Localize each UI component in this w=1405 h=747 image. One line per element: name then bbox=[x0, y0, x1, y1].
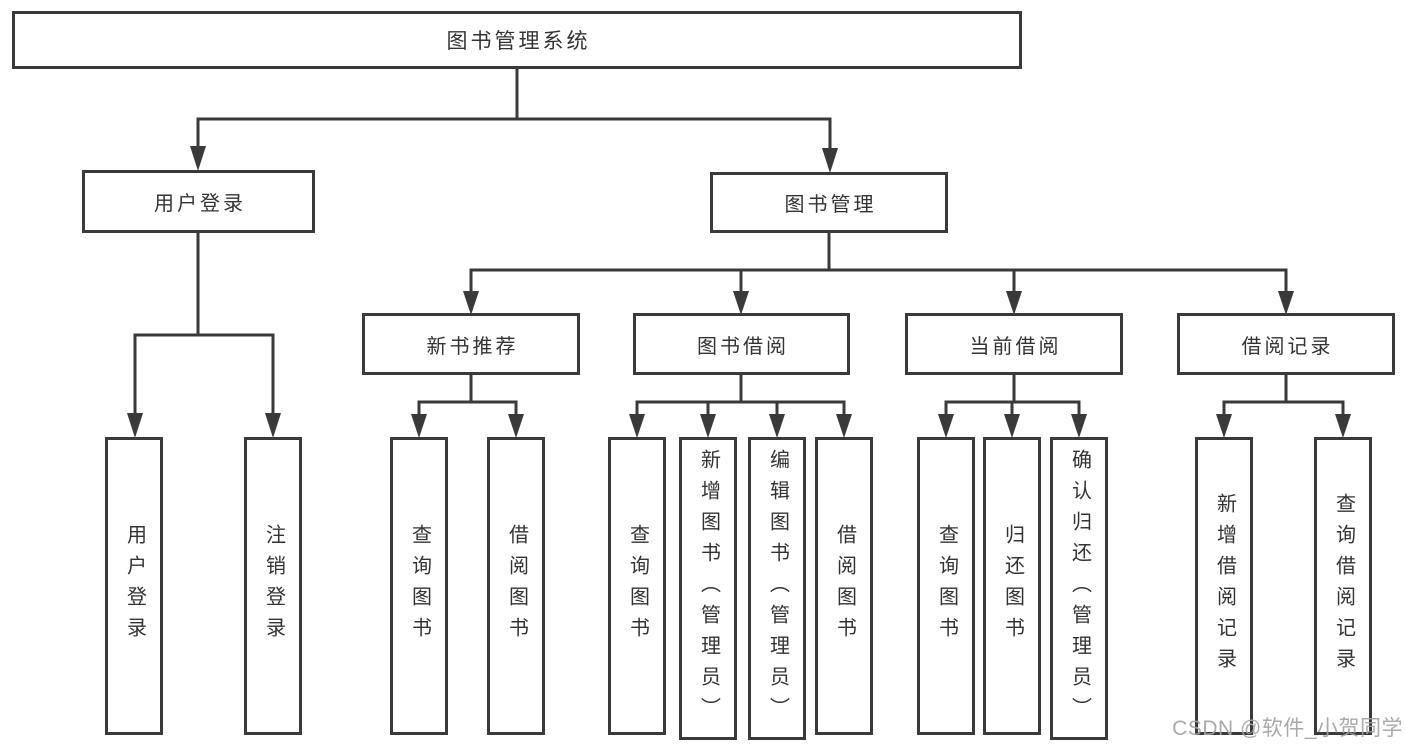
node-leaf-query-books-recommend: 查询图书 bbox=[390, 437, 448, 735]
arrowhead bbox=[769, 414, 785, 438]
node-label: 图书管理系统 bbox=[446, 30, 591, 53]
node-label: 确认归还（管理员） bbox=[1068, 449, 1091, 728]
arrowhead bbox=[127, 413, 143, 438]
node-borrowing-records: 借阅记录 bbox=[1177, 313, 1395, 375]
node-library-management-system: 图书管理系统 bbox=[12, 11, 1022, 69]
connector-new-book-rail bbox=[417, 373, 518, 419]
node-leaf-query-books-current: 查询图书 bbox=[917, 437, 975, 735]
connector-current-borrow-rail bbox=[944, 373, 1081, 419]
node-leaf-add-borrow-record: 新增借阅记录 bbox=[1195, 437, 1253, 735]
node-leaf-return-books: 归还图书 bbox=[983, 437, 1041, 735]
node-leaf-query-borrow-record: 查询借阅记录 bbox=[1314, 437, 1372, 735]
node-label: 注销登录 bbox=[262, 524, 285, 648]
arrowhead bbox=[1278, 291, 1294, 315]
node-user-login: 用户登录 bbox=[82, 170, 315, 233]
arrowhead bbox=[836, 414, 852, 438]
arrowhead bbox=[1335, 414, 1351, 438]
connector-borrow-records-rail bbox=[1222, 373, 1345, 419]
node-leaf-logout: 注销登录 bbox=[244, 437, 302, 735]
node-leaf-add-book-admin: 新增图书（管理员） bbox=[679, 437, 737, 740]
arrowhead bbox=[1004, 414, 1020, 438]
arrowhead bbox=[265, 413, 281, 438]
arrowhead bbox=[508, 414, 524, 438]
node-label: 借阅图书 bbox=[505, 524, 528, 648]
node-book-management: 图书管理 bbox=[710, 172, 948, 233]
node-leaf-query-books-borrow: 查询图书 bbox=[608, 437, 666, 735]
node-book-borrowing: 图书借阅 bbox=[633, 313, 850, 375]
arrowhead bbox=[463, 291, 479, 315]
arrowhead bbox=[700, 414, 716, 438]
node-leaf-edit-book-admin: 编辑图书（管理员） bbox=[748, 437, 806, 740]
node-label: 新增图书（管理员） bbox=[697, 449, 720, 728]
node-label: 当前借阅 bbox=[969, 335, 1062, 358]
arrowhead bbox=[822, 148, 838, 173]
arrowhead bbox=[938, 414, 954, 438]
node-label: 借阅记录 bbox=[1241, 335, 1334, 358]
connector-user-login-rail bbox=[133, 231, 275, 418]
connector-book-management-rail bbox=[469, 231, 1288, 294]
arrowhead bbox=[411, 414, 427, 438]
arrowhead bbox=[1006, 291, 1022, 315]
arrowhead bbox=[733, 291, 749, 315]
arrowhead bbox=[1216, 414, 1232, 438]
node-label: 图书管理 bbox=[784, 194, 877, 216]
node-new-book-recommendation: 新书推荐 bbox=[362, 313, 580, 375]
node-label: 编辑图书（管理员） bbox=[766, 449, 789, 728]
node-leaf-confirm-return-admin: 确认归还（管理员） bbox=[1050, 437, 1108, 740]
node-label: 用户登录 bbox=[123, 524, 146, 648]
node-leaf-borrow-books: 借阅图书 bbox=[815, 437, 873, 735]
node-leaf-user-login: 用户登录 bbox=[105, 437, 163, 735]
node-label: 查询图书 bbox=[935, 524, 958, 648]
watermark: CSDN @软件_小贺同学 bbox=[1172, 717, 1403, 740]
node-label: 图书借阅 bbox=[697, 335, 789, 358]
arrowhead bbox=[629, 414, 645, 438]
node-label: 查询图书 bbox=[626, 524, 649, 648]
arrowhead bbox=[190, 146, 206, 171]
node-label: 归还图书 bbox=[1001, 524, 1024, 648]
connector-book-borrow-rail bbox=[635, 373, 846, 419]
node-leaf-borrow-books-recommend: 借阅图书 bbox=[487, 437, 545, 735]
node-label: 查询图书 bbox=[408, 524, 431, 648]
node-label: 用户登录 bbox=[154, 193, 246, 215]
node-label: 新增借阅记录 bbox=[1213, 493, 1236, 679]
connector-root-rail bbox=[196, 67, 832, 154]
node-label: 借阅图书 bbox=[833, 524, 856, 648]
node-label: 查询借阅记录 bbox=[1332, 493, 1355, 679]
node-current-borrowing: 当前借阅 bbox=[905, 313, 1123, 375]
node-label: 新书推荐 bbox=[426, 335, 519, 358]
arrowhead bbox=[1071, 414, 1087, 438]
